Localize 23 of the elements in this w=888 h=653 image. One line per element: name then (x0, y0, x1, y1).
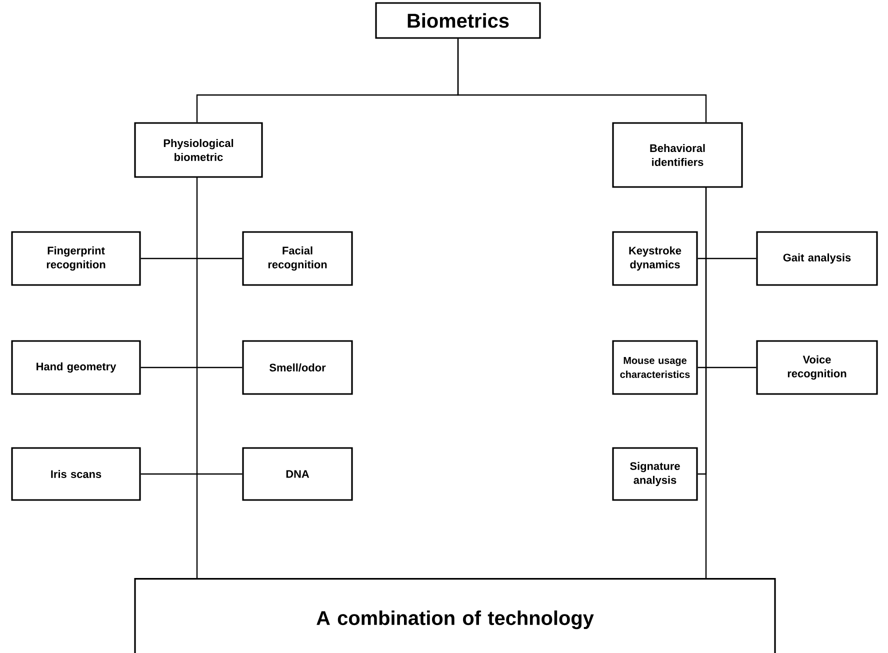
connector-line (140, 258, 242, 260)
title-box: Biometrics (375, 2, 541, 39)
connector-line (457, 38, 707, 122)
connector-line (196, 177, 198, 578)
method-box: Gait analysis (756, 231, 878, 286)
method-box: Fingerprint recognition (11, 231, 141, 286)
method-box: Mouse usage characteristics (612, 340, 698, 395)
category-box: Behavioral identifiers (612, 122, 743, 188)
category-box: Physiological biometric (134, 122, 263, 178)
method-box: Signature analysis (612, 447, 698, 501)
connector-line (698, 366, 756, 368)
connector-line (698, 258, 756, 260)
method-box: Iris scans (11, 447, 141, 501)
connector-line (698, 187, 707, 475)
method-box: Voice recognition (756, 340, 878, 395)
method-box: DNA (242, 447, 353, 501)
method-box: Facial recognition (242, 231, 353, 286)
summary-box: A combination of technology (134, 578, 776, 653)
method-box: Hand geometry (11, 340, 141, 395)
connector-line (140, 366, 242, 368)
connector-line (140, 473, 242, 475)
method-box: Keystroke dynamics (612, 231, 698, 286)
method-box: Smell/odor (242, 340, 353, 395)
